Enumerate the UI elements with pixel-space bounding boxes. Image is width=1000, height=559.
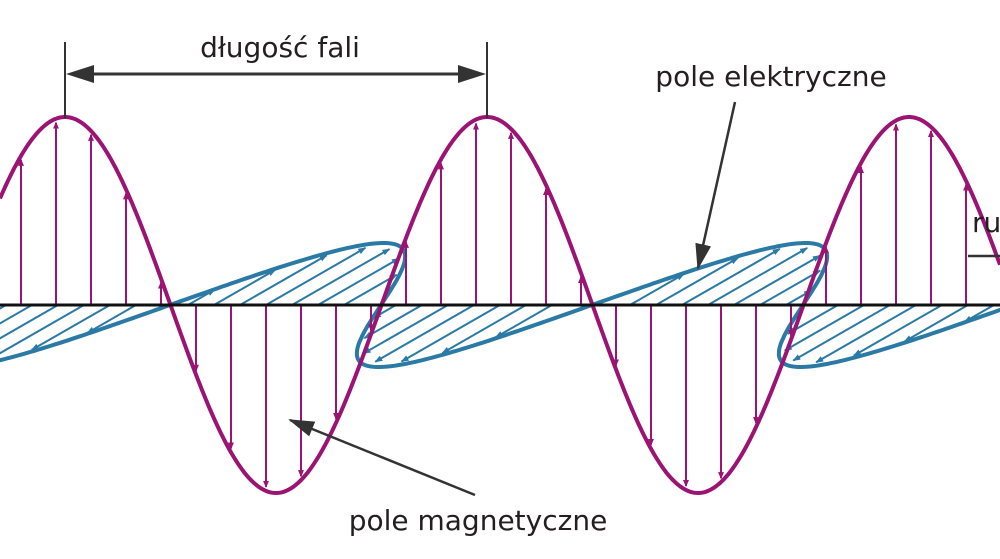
electric-field-wave [0, 241, 1000, 369]
wavelength-arrowhead-right [458, 65, 486, 83]
electric-field-vector [30, 304, 111, 351]
electric-field-vector [317, 257, 400, 306]
motion-direction-label: ru [972, 206, 1000, 239]
magnetic-field-pointer [288, 418, 476, 497]
electric-field-vector [852, 304, 943, 357]
wavelength-arrowhead-left [66, 65, 94, 83]
electric-field-vector [681, 248, 781, 306]
electric-field-vector [239, 254, 328, 306]
wavelength-label: długość fali [200, 31, 360, 64]
magnetic-field-arrows [18, 121, 969, 488]
electric-field-vector [0, 304, 59, 340]
electric-field-vector [441, 304, 527, 354]
electric-field-vector [815, 304, 917, 364]
electric-field-arrows [0, 247, 995, 364]
electric-field-vector [291, 248, 391, 306]
magnetic-field-label: pole magnetyczne [349, 504, 608, 537]
electric-field-vector [629, 273, 685, 306]
electric-field-vector [655, 257, 739, 306]
electric-field-vector [759, 269, 821, 306]
electric-field-vector [707, 247, 809, 306]
electric-field-vector [213, 269, 277, 306]
electric-field-vector [362, 304, 449, 355]
electric-field-vector [265, 247, 367, 306]
electric-field-vector [400, 304, 501, 363]
electric-field-vector [733, 254, 821, 306]
electric-field-vector [494, 304, 553, 339]
electric-field-pointer [695, 101, 737, 270]
electric-field-vector [0, 304, 33, 325]
electric-field-vector [783, 304, 865, 352]
electric-field-label: pole elektryczne [655, 60, 886, 93]
electric-field-vector [343, 273, 398, 306]
electric-field-vector [374, 304, 475, 363]
electric-field-vector [363, 304, 423, 339]
electric-field-vector [792, 304, 891, 362]
electric-field-vector [0, 304, 85, 355]
magnetic-field-wave [0, 115, 1000, 496]
electric-field-vector [903, 304, 969, 343]
electric-field-vector [86, 304, 137, 334]
